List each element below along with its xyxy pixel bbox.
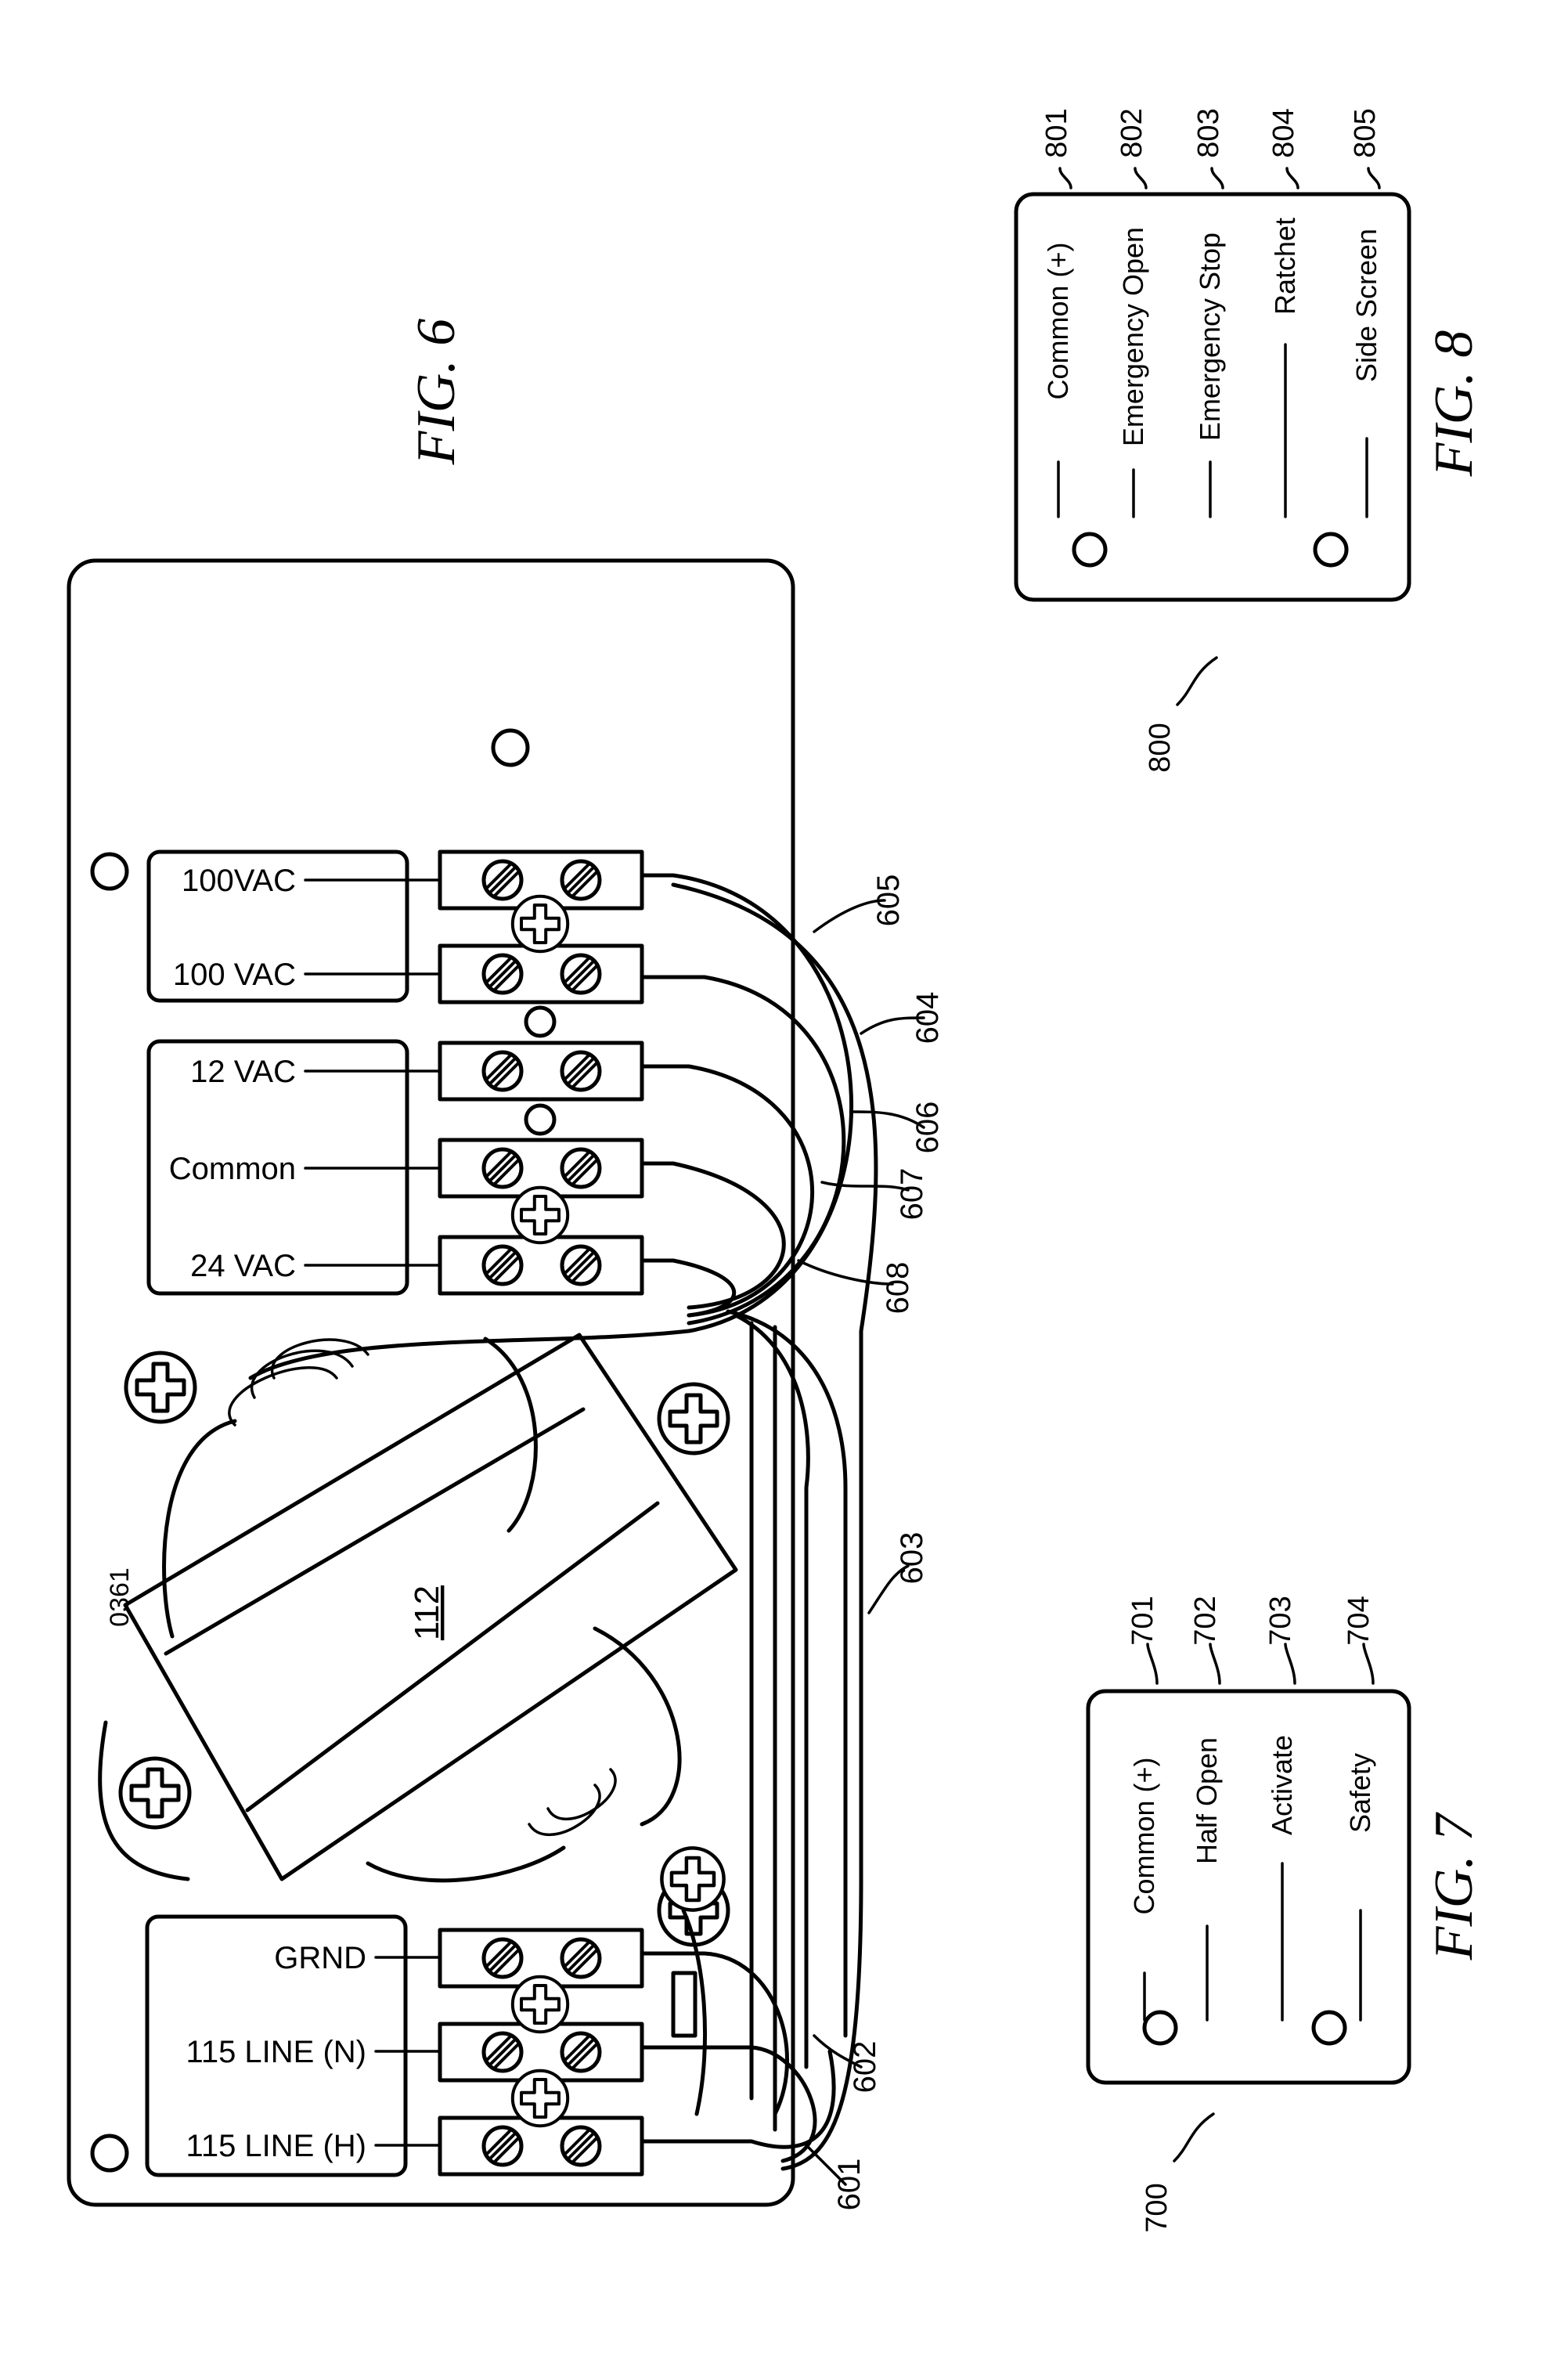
ref-number: 702	[1189, 1596, 1222, 1645]
transformer-body	[123, 1333, 738, 1881]
ref-number: 601	[832, 2159, 867, 2211]
transformer-coil	[366, 1626, 682, 1883]
mounting-screw	[121, 1758, 189, 1827]
mounting-screw	[659, 1384, 728, 1453]
board-code: 0361	[105, 1567, 135, 1627]
leader-lines	[304, 878, 440, 2147]
mounting-screw	[126, 1353, 195, 1422]
fig8-label: Common (+)	[1042, 242, 1074, 399]
plate-hole	[90, 2134, 129, 2173]
fig7-label: Activate	[1266, 1735, 1298, 1835]
terminal-board-frame	[146, 849, 409, 1003]
ref-number: 801	[1040, 108, 1073, 157]
transformer-coil	[98, 1720, 190, 1881]
fig8-label: Side Screen	[1350, 229, 1382, 382]
ref-number: 703	[1264, 1596, 1297, 1645]
ref-number: 605	[871, 875, 906, 927]
figure-title: FIG. 7	[1424, 1812, 1484, 1961]
ref-number: 803	[1192, 108, 1225, 157]
terminal-label: GRND	[274, 1941, 366, 1975]
transformer-edge	[164, 1407, 586, 1656]
ref-number: 805	[1349, 108, 1382, 157]
ref-number: 607	[895, 1168, 929, 1221]
terminal-label: 115 LINE (N)	[186, 2035, 366, 2069]
fig7-plate	[1086, 1689, 1411, 2085]
transformer-coil	[162, 1336, 538, 1639]
fig8-plate	[1014, 192, 1411, 602]
terminal-block-group	[438, 849, 644, 1296]
fig7-label: Common (+)	[1128, 1757, 1160, 1914]
terminal-label: 100VAC	[182, 864, 296, 898]
fig8-label: Emergency Open	[1117, 227, 1149, 446]
ref-number: 704	[1343, 1596, 1375, 1645]
fig8-label: Emergency Stop	[1194, 233, 1226, 441]
fig6-group: FIG. 6 100VAC 100 VAC 12 VAC Common 24 V…	[67, 319, 945, 2211]
transformer-ref: 112	[408, 1585, 446, 1640]
ref-number: 701	[1126, 1596, 1159, 1645]
ref-leaders	[797, 899, 925, 2186]
transformer-edge	[245, 1501, 660, 1813]
fig7-label: Half Open	[1191, 1737, 1223, 1864]
figure-title: FIG. 6	[406, 319, 467, 466]
terminal-label: 24 VAC	[190, 1249, 296, 1283]
terminal-label: 12 VAC	[190, 1055, 296, 1089]
terminal-label: 115 LINE (H)	[186, 2129, 366, 2163]
plate-hole	[491, 728, 530, 767]
figure-ref: 800	[1144, 723, 1177, 772]
ref-number: 604	[910, 992, 945, 1044]
fig8-group: Common (+) Emergency Open Emergency Stop…	[1014, 108, 1484, 773]
terminal-board-frame	[145, 1914, 408, 2177]
fig8-label: Ratchet	[1269, 218, 1301, 315]
wire-bundle	[640, 1848, 836, 2163]
figure-ref: 700	[1141, 2183, 1173, 2232]
wire-bundle	[248, 873, 878, 2171]
ref-number: 608	[881, 1262, 915, 1315]
figure-title: FIG. 8	[1424, 330, 1484, 478]
ref-number: 603	[895, 1532, 929, 1585]
ref-number: 602	[848, 2041, 882, 2094]
fig7-group: Common (+) Half Open Activate Safety 701…	[1086, 1596, 1484, 2233]
ref-number: 804	[1267, 108, 1300, 157]
ref-number: 606	[910, 1102, 945, 1154]
fig7-label: Safety	[1344, 1753, 1376, 1833]
terminal-label: Common	[169, 1152, 296, 1186]
plate-hole	[90, 852, 129, 891]
terminal-block-group	[438, 1928, 644, 2177]
ref-number: 802	[1116, 108, 1148, 157]
terminal-label: 100 VAC	[173, 958, 296, 992]
